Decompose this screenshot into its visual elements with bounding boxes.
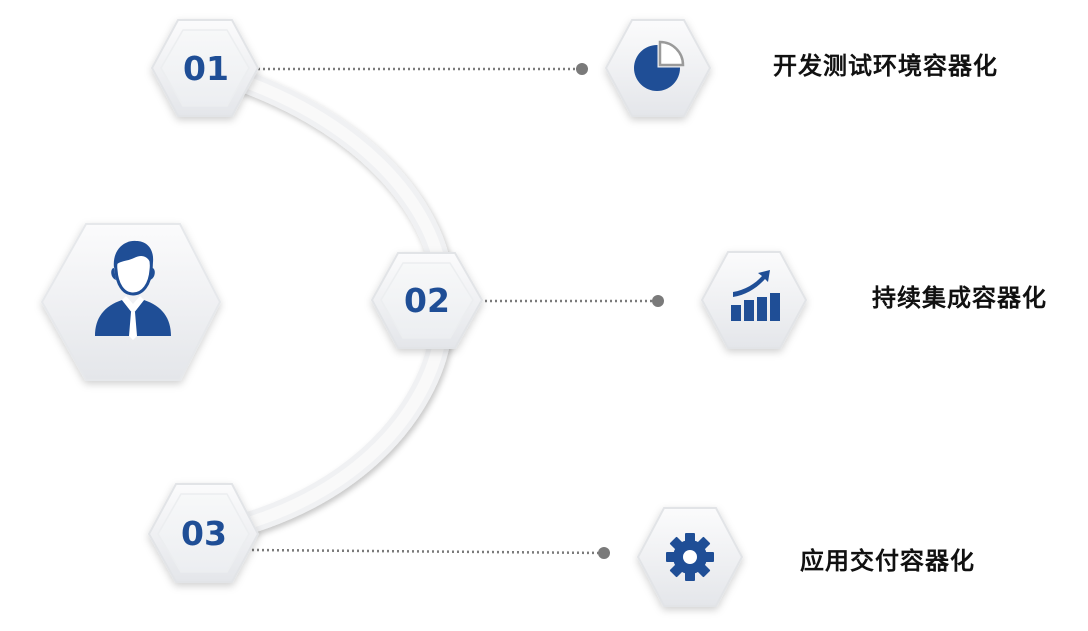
bar-chart-growth-icon [731,270,780,321]
step-03-label: 应用交付容器化 [800,547,975,575]
person-icon [95,240,171,340]
connector-dot-01 [576,63,588,75]
pie-chart-icon [634,40,685,91]
step-03-hexagon [147,483,260,583]
connector-line-03 [251,548,605,555]
step-03-number: 03 [181,514,227,553]
step-02-number: 02 [404,281,450,320]
step-01-hexagon [150,19,260,117]
connector-dot-02 [652,295,664,307]
step-02-label: 持续集成容器化 [872,284,1047,312]
step-01-number: 01 [183,49,229,88]
step-02-hexagon [370,252,484,349]
connector-dot-03 [598,547,610,559]
gear-icon [666,533,714,581]
step-01-label: 开发测试环境容器化 [773,52,998,80]
